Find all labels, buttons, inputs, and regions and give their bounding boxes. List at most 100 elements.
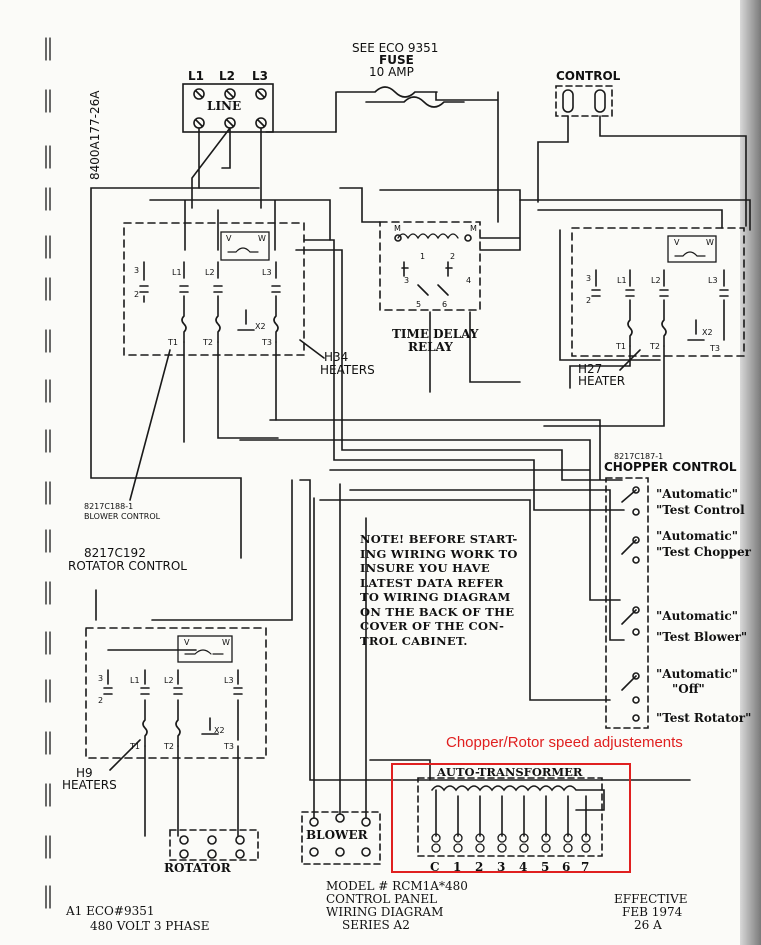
blower-l1: L1 (172, 268, 182, 277)
document-number: 8400A177-26A (88, 90, 102, 180)
blower-contactor-label: BLOWER CONTROL (84, 512, 161, 521)
switch-3-bottom: "Test Blower" (656, 630, 748, 644)
blower-t3: T3 (262, 338, 272, 347)
tdr-contact-1: 1 (420, 252, 426, 261)
blower-l3: L3 (262, 268, 272, 277)
blower-heater-label-2: HEATERS (320, 363, 375, 377)
tap-2: 2 (475, 860, 484, 874)
line-label: LINE (207, 99, 242, 113)
fuse-label: FUSE (379, 53, 414, 67)
blower-coil-v: V (226, 234, 232, 243)
rotator-contactor-part: 8217C192 (84, 546, 146, 560)
rotator-aux-2: 2 (98, 696, 104, 705)
note-line: COVER OF THE CON- (360, 619, 505, 633)
switch-3-top: "Automatic" (656, 609, 738, 623)
time-delay-relay-box (379, 221, 481, 311)
model-line-1: MODEL # RCM1A*480 (326, 879, 468, 893)
chopper-l3: L3 (708, 276, 718, 285)
margin-ticks (45, 37, 51, 909)
note-line: ING WIRING WORK TO (360, 546, 518, 561)
blower-contactor-part: 8217C188-1 (84, 502, 134, 511)
tdr-contact-4: 4 (466, 276, 472, 285)
rotator-t3: T3 (224, 742, 234, 751)
line-terminal-block (182, 83, 274, 133)
terminal-l1-label: L1 (188, 69, 204, 83)
switch-1-top: "Automatic" (656, 487, 738, 501)
chopper-x2: X2 (702, 328, 713, 337)
rotator-l2: L2 (164, 676, 174, 685)
terminal-l3-label: L3 (252, 69, 268, 83)
tap-6: 6 (562, 860, 571, 874)
blower-coil-w: W (258, 234, 266, 243)
control-terminal-block (555, 85, 613, 117)
fuse-eco-note: SEE ECO 9351 (352, 41, 439, 55)
blower-heater-label-1: H34 (324, 350, 349, 364)
blower-aux-3: 3 (134, 266, 140, 275)
model-line-3: WIRING DIAGRAM (326, 905, 444, 919)
tap-c: C (430, 860, 440, 874)
switch-5-bottom: "Test Rotator" (656, 711, 752, 725)
blower-label: BLOWER (306, 828, 368, 842)
note-line: TO WIRING DIAGRAM (360, 590, 511, 604)
rotator-terminal-block (169, 829, 259, 861)
effective-revision: 26 A (634, 918, 662, 932)
rotator-coil-w: W (222, 638, 230, 647)
note-line: TROL CABINET. (360, 633, 468, 648)
blower-t2: T2 (203, 338, 213, 347)
chopper-aux-3: 3 (586, 274, 592, 283)
rotator-contactor-box (85, 627, 267, 759)
model-line-4: SERIES A2 (342, 918, 410, 932)
chopper-t3: T3 (710, 344, 720, 353)
tap-7: 7 (581, 860, 590, 874)
rotator-contactor-label: ROTATOR CONTROL (68, 559, 187, 573)
chopper-l2: L2 (651, 276, 661, 285)
footer-voltage: 480 VOLT 3 PHASE (90, 919, 210, 933)
tap-4: 4 (519, 860, 528, 874)
chopper-contactor-part: 8217C187-1 (614, 452, 664, 461)
rotator-heater-label-1: H9 (76, 766, 93, 780)
rotator-l1: L1 (130, 676, 140, 685)
chopper-heater-label-2: HEATER (578, 374, 626, 388)
chopper-contactor-label: CHOPPER CONTROL (604, 460, 737, 474)
switch-panel (605, 477, 649, 729)
auto-transformer-box (417, 777, 603, 857)
note-line: LATEST DATA REFER (360, 575, 504, 590)
footer-eco: A1 ECO#9351 (66, 904, 155, 918)
effective-label: EFFECTIVE (614, 892, 688, 906)
tdr-contact-2: 2 (450, 252, 456, 261)
rotator-t2: T2 (164, 742, 174, 751)
fuse-symbol (335, 86, 499, 223)
blower-t1: T1 (168, 338, 178, 347)
tdr-label-1: TIME DELAY (392, 327, 479, 341)
note-line: NOTE! BEFORE START- (360, 532, 518, 546)
chopper-coil-v: V (674, 238, 680, 247)
switch-2-top: "Automatic" (656, 529, 738, 543)
rotator-heater-label-2: HEATERS (62, 778, 117, 792)
rotator-coil-v: V (184, 638, 190, 647)
tap-1: 1 (453, 860, 462, 874)
tdr-m-right: M (470, 224, 477, 233)
blower-l2: L2 (205, 268, 215, 277)
switch-1-bottom: "Test Control (656, 503, 745, 517)
terminal-l2-label: L2 (219, 69, 235, 83)
note-line: ON THE BACK OF THE (360, 604, 515, 619)
chopper-heater-label-1: H27 (578, 362, 603, 376)
tdr-contact-3: 3 (404, 276, 410, 285)
rotator-x2: X2 (214, 726, 225, 735)
tap-5: 5 (541, 860, 550, 874)
blower-x2: X2 (255, 322, 266, 331)
wiring-note: NOTE! BEFORE START- ING WIRING WORK TO I… (360, 532, 518, 648)
tdr-label-2: RELAY (408, 340, 453, 354)
tdr-m-left: M (394, 224, 401, 233)
switch-4-bottom: "Off" (672, 682, 705, 696)
blower-aux-2: 2 (134, 290, 140, 299)
blower-terminal-block (301, 811, 381, 865)
model-line-2: CONTROL PANEL (326, 892, 438, 906)
rotator-aux-3: 3 (98, 674, 104, 683)
tap-3: 3 (497, 860, 506, 874)
speed-adjustment-annotation: Chopper/Rotor speed adjustements (446, 734, 683, 751)
effective-date: FEB 1974 (622, 905, 683, 919)
chopper-l1: L1 (617, 276, 627, 285)
